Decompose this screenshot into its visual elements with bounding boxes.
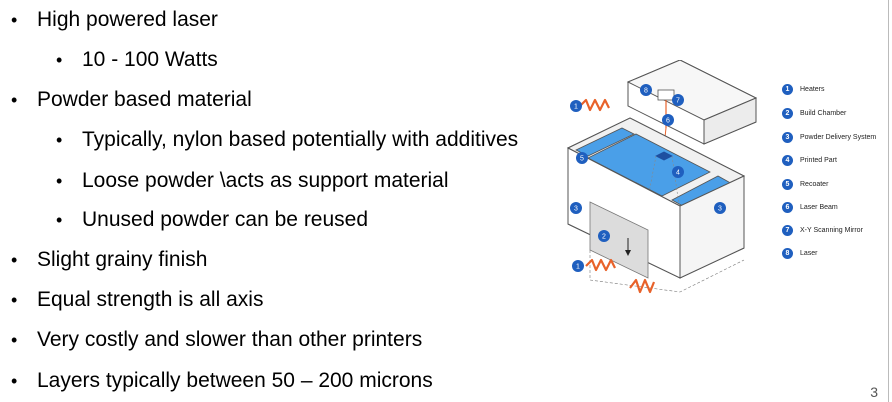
page-number: 3 [870,384,878,400]
legend-item: 7 X-Y Scanning Mirror [782,223,863,237]
diagram-marker: 1 [570,100,582,112]
bullet-text: Layers typically between 50 – 200 micron… [37,369,433,392]
bullet-dot: • [11,290,18,310]
diagram-marker: 5 [576,152,588,164]
slide-edge-divider [888,0,889,402]
diagram-marker: 3 [570,202,582,214]
svg-text:5: 5 [580,156,584,163]
legend-number: 3 [782,131,793,143]
legend-number: 4 [782,154,793,166]
bullet-item: • Layers typically between 50 – 200 micr… [11,369,433,393]
diagram-marker: 1 [572,260,584,272]
legend-number: 6 [782,201,793,213]
svg-text:1: 1 [576,264,580,271]
legend-label: Laser [800,249,818,257]
bullet-text: Loose powder \acts as support material [82,169,449,192]
legend-item: 4 Printed Part [782,153,837,167]
sls-printer-diagram: 1 1 2 3 3 4 5 6 [566,60,758,294]
legend-number: 2 [782,107,793,119]
legend-item: 1 Heaters [782,82,825,96]
legend-item: 5 Recoater [782,177,828,191]
legend-item: 2 Build Chamber [782,106,846,120]
legend-number: 8 [782,247,793,259]
diagram-marker: 7 [672,94,684,106]
bullet-item: • Loose powder \acts as support material [56,169,449,193]
bullet-dot: • [11,250,18,270]
legend-item: 8 Laser [782,246,818,260]
svg-text:6: 6 [666,118,670,125]
bullet-text: 10 - 100 Watts [82,48,218,71]
diagram-marker: 4 [672,166,684,178]
legend-label: X-Y Scanning Mirror [800,226,863,234]
bullet-text: Unused powder can be reused [82,208,369,231]
bullet-dot: • [11,10,18,30]
build-chamber [589,201,649,279]
legend-number: 5 [782,178,793,190]
legend-label: Build Chamber [800,109,847,117]
bullet-text: Powder based material [37,88,252,111]
bullet-dot: • [11,371,18,391]
bullet-item: • Very costly and slower than other prin… [11,328,423,352]
bullet-text: Equal strength is all axis [37,288,264,311]
svg-text:3: 3 [718,206,722,213]
bullet-dot: • [56,171,63,191]
heater-bottom [585,258,616,272]
bullet-item: • Typically, nylon based potentially wit… [56,128,519,152]
legend-label: Recoater [800,180,829,188]
bullet-item: • Powder based material [11,88,252,112]
bullet-text: Slight grainy finish [37,248,208,271]
legend-item: 3 Powder Delivery System [782,130,876,144]
bullet-item: • High powered laser [11,8,218,32]
legend-label: Heaters [800,85,825,93]
diagram-marker: 8 [640,84,652,96]
bullet-dot: • [56,210,63,230]
diagram-marker: 3 [714,202,726,214]
legend-item: 6 Laser Beam [782,200,838,214]
bullet-dot: • [56,130,63,150]
legend-label: Printed Part [800,156,837,164]
bullet-item: • 10 - 100 Watts [56,48,218,72]
legend-number: 7 [782,224,793,236]
diagram-marker: 6 [662,114,674,126]
svg-text:4: 4 [676,170,680,177]
svg-text:3: 3 [574,206,578,213]
legend-label: Laser Beam [800,203,838,211]
powder-bed [587,133,711,197]
svg-text:1: 1 [574,104,578,111]
bullet-item: • Slight grainy finish [11,248,208,272]
heater-bottom-2 [629,278,656,294]
svg-text:7: 7 [676,98,680,105]
bullet-item: • Unused powder can be reused [56,208,369,232]
legend-number: 1 [782,83,793,95]
svg-text:8: 8 [644,88,648,95]
bullet-text: Typically, nylon based potentially with … [82,128,519,151]
bullet-text: Very costly and slower than other printe… [37,328,423,351]
legend-label: Powder Delivery System [800,133,877,141]
bullet-dot: • [11,90,18,110]
bullet-dot: • [56,50,63,70]
heater-top [579,98,610,112]
bullet-dot: • [11,330,18,350]
svg-text:2: 2 [602,234,606,241]
bullet-text: High powered laser [37,8,218,31]
scanning-mirror [657,89,675,101]
printed-part [655,151,673,161]
diagram-marker: 2 [598,230,610,242]
bullet-item: • Equal strength is all axis [11,288,264,312]
